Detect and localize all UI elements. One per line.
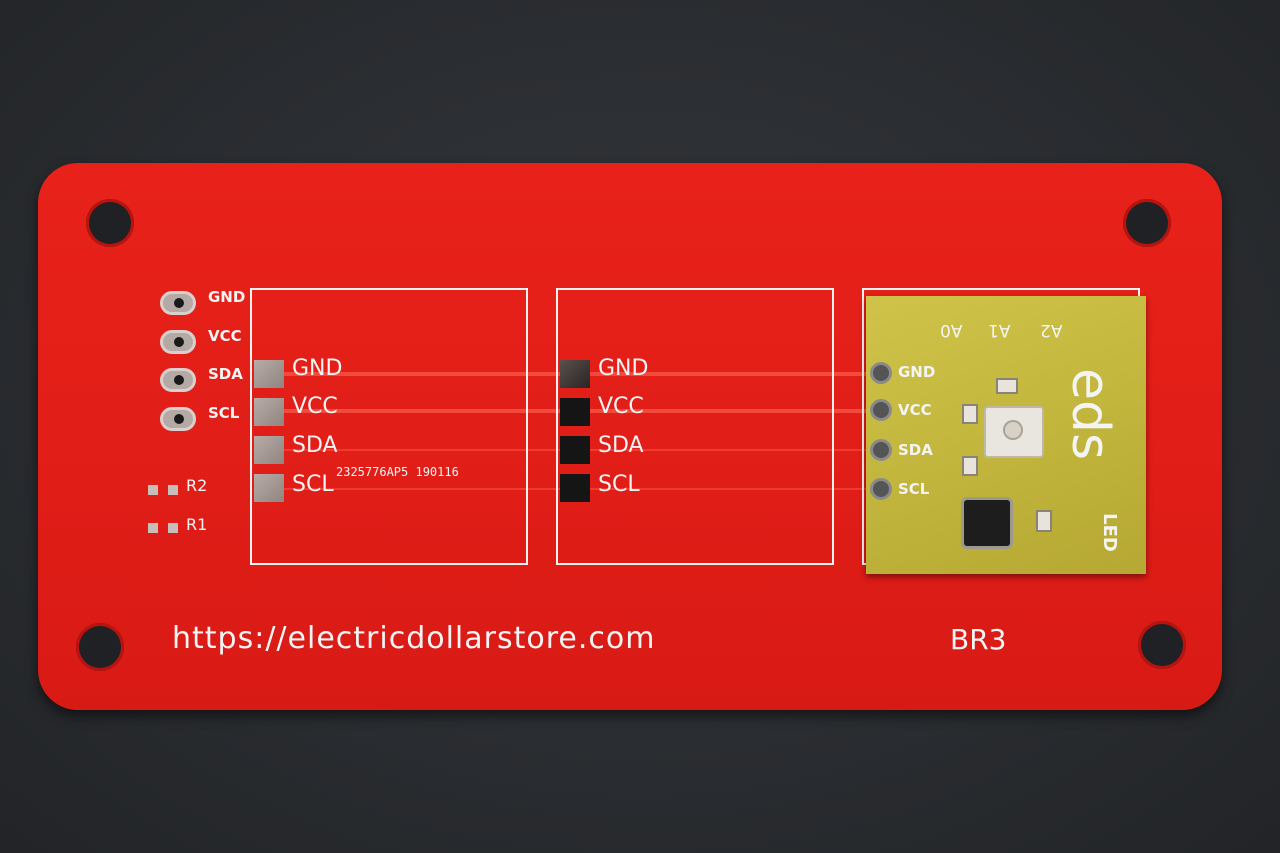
slot-2-label-sda: SDA [598, 433, 644, 458]
slot-2-outline [556, 288, 834, 565]
module-name: LED [1098, 513, 1120, 552]
slot-1-pad-scl [254, 474, 284, 502]
slot-2-label-gnd: GND [598, 356, 649, 381]
header-pin-vcc [160, 330, 196, 354]
capacitor-left-bottom [962, 456, 978, 476]
led-component [984, 406, 1044, 458]
slot-1-pad-gnd [254, 360, 284, 388]
driver-ic [964, 500, 1010, 546]
module-pin-label-sda: SDA [898, 441, 933, 459]
module-pin-label-scl: SCL [898, 480, 930, 498]
resistor-r1-pad-a [148, 523, 158, 533]
resistor-label-r1: R1 [186, 515, 208, 534]
slot-1-pad-sda [254, 436, 284, 464]
slot-2-pad-sda [560, 436, 590, 464]
slot-2-label-vcc: VCC [598, 394, 644, 419]
slot-1-label-gnd: GND [292, 356, 343, 381]
board-id: BR3 [950, 623, 1007, 656]
led-module: A0 A1 A2 eds LED GND VCC SDA SCL [866, 296, 1146, 574]
mounting-hole-top-left [86, 199, 134, 247]
header-label-scl: SCL [208, 404, 240, 422]
module-pin-gnd [870, 362, 892, 384]
address-label-a2: A2 [1040, 320, 1063, 340]
module-brand: eds [1060, 367, 1121, 461]
address-label-a1: A1 [988, 320, 1011, 340]
slot-2-pad-gnd [560, 360, 590, 388]
resistor-r1-pad-b [168, 523, 178, 533]
module-pin-label-vcc: VCC [898, 401, 932, 419]
address-label-a0: A0 [940, 320, 963, 340]
module-pin-vcc [870, 399, 892, 421]
module-pin-scl [870, 478, 892, 500]
header-pin-gnd [160, 291, 196, 315]
slot-1-label-sda: SDA [292, 433, 338, 458]
mounting-hole-bottom-left [76, 623, 124, 671]
header-pin-sda [160, 368, 196, 392]
header-pin-scl [160, 407, 196, 431]
header-label-sda: SDA [208, 365, 243, 383]
slot-1-label-scl: SCL [292, 472, 334, 497]
module-pin-label-gnd: GND [898, 363, 936, 381]
module-pin-sda [870, 439, 892, 461]
mounting-hole-bottom-right [1138, 621, 1186, 669]
serial-number: 2325776AP5 190116 [336, 465, 459, 479]
capacitor-right [1036, 510, 1052, 532]
resistor-r2-pad-a [148, 485, 158, 495]
slot-2-label-scl: SCL [598, 472, 640, 497]
slot-2-pad-vcc [560, 398, 590, 426]
resistor-r2-pad-b [168, 485, 178, 495]
slot-1-label-vcc: VCC [292, 394, 338, 419]
resistor-label-r2: R2 [186, 476, 208, 495]
capacitor-left-top [962, 404, 978, 424]
slot-1-pad-vcc [254, 398, 284, 426]
mounting-hole-top-right [1123, 199, 1171, 247]
slot-2-pad-scl [560, 474, 590, 502]
slot-1-outline [250, 288, 528, 565]
capacitor-top [996, 378, 1018, 394]
website-url: https://electricdollarstore.com [172, 621, 656, 656]
header-label-gnd: GND [208, 288, 246, 306]
header-label-vcc: VCC [208, 327, 242, 345]
